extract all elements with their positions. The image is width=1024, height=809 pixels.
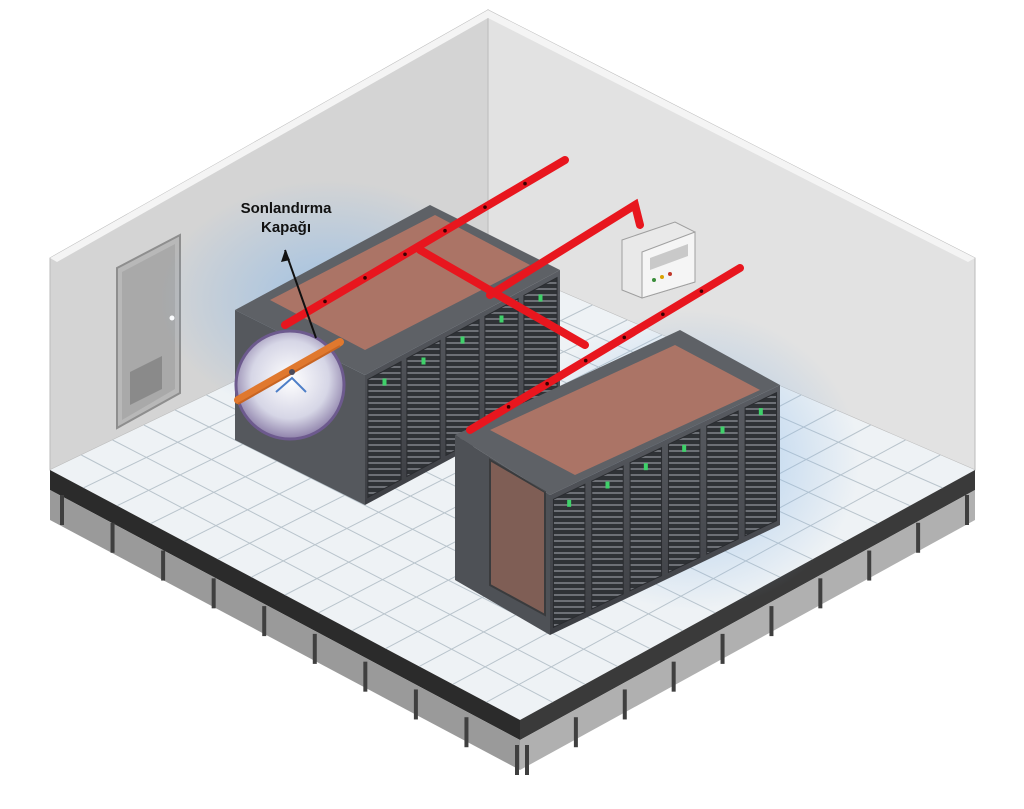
subfloor-left [50,490,520,770]
rack-status-led [499,315,504,323]
floor-leg [867,550,872,581]
sampling-hole [545,381,549,386]
floor-edge-left [50,470,520,740]
sampling-hole [323,299,327,304]
sampling-hole [363,276,367,280]
rack-status-led [421,357,426,365]
rack-row-front-row [455,330,780,635]
floor-leg [110,522,115,553]
floor-leg [312,633,317,664]
sampling-hole [583,358,588,363]
server-rack-icon [629,446,663,592]
fire-control-panel-icon [621,221,696,299]
rack-status-led [720,426,725,434]
server-rack-icon [706,410,739,555]
rack-status-led [460,336,465,344]
floor-leg [818,578,823,609]
floor-leg [573,717,578,748]
magnifier-detail-icon [234,329,346,441]
callout-label-line1: Sonlandırma [240,200,332,217]
hot-aisle-containment [270,215,530,350]
floor-leg [211,578,216,609]
rack-status-led [643,463,648,471]
floor-leg [60,495,64,525]
floor-leg [525,745,529,775]
sampling-hole [661,312,665,317]
rack-status-led [682,444,687,452]
floor-leg [413,689,418,720]
server-rack-icon [367,360,402,499]
server-rack-icon [591,465,624,610]
sampling-hole [523,181,527,186]
callout-label-line2: Kapağı [260,219,311,236]
server-rack-icon [667,428,701,574]
callout-arrow [281,249,317,339]
floor-legs [60,495,969,775]
rack-status-led [382,378,387,386]
sampling-pipe-front [466,264,744,434]
rack-status-led [538,294,543,302]
floor-leg [769,606,774,637]
sampling-hole [443,228,447,233]
floor-leg [916,522,921,553]
sampling-pipe-network [281,156,744,434]
cross-pipe [416,246,589,349]
sampling-hole [403,252,407,257]
floor-leg [161,550,166,581]
floor-leg [720,633,725,664]
floor-leg [965,495,969,525]
sampling-hole [483,205,487,209]
sampling-holes [323,181,704,409]
floor-leg [363,661,368,692]
rack-status-led [605,481,610,489]
server-rack-icon [552,483,586,629]
server-rack-icon [744,391,778,537]
hot-aisle-containment [490,345,760,475]
sampling-hole [699,289,704,293]
sampling-hole [506,405,511,409]
floor-leg [464,717,469,748]
sampling-pipe-back [281,156,569,329]
feed-pipe [486,198,644,299]
callout-label: Sonlandırma Kapağı [196,199,376,237]
rack-status-led [758,408,763,416]
rack-status-led [567,499,572,507]
floor-leg [622,689,627,720]
floor-edge-right [520,470,975,740]
subfloor-right [520,490,975,770]
glass-end-door [489,458,546,617]
floor-leg [671,661,676,692]
sampling-hole [622,335,627,340]
server-rack-icon [406,339,441,478]
floor-leg [515,745,519,775]
floor-leg [262,606,267,637]
